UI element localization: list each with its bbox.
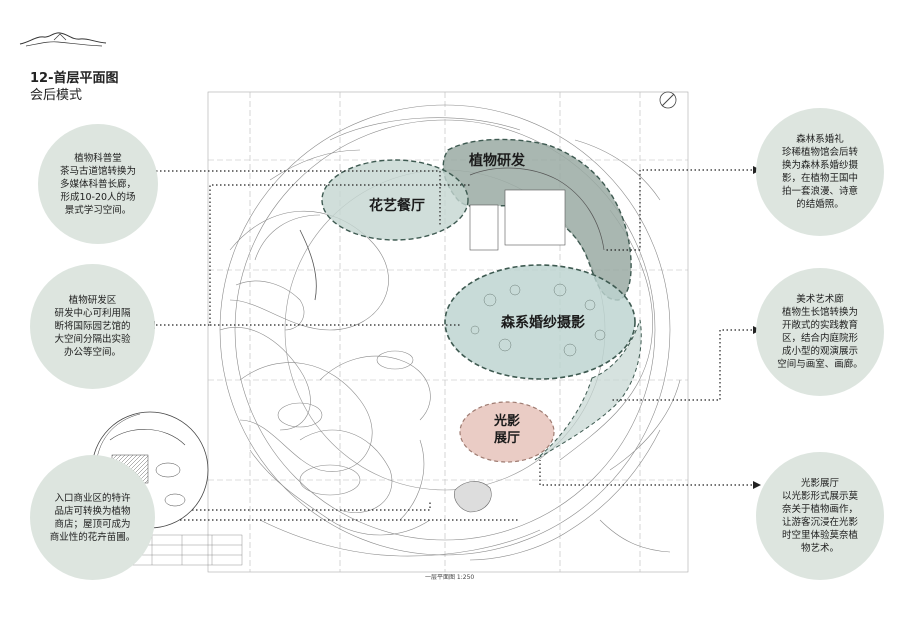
zone-label-plant-research: 植物研发 bbox=[469, 153, 525, 169]
note-art-gallery-text: 美术艺术廊 植物生长馆转换为 开敞式的实践教育 区，结合内庭院形 成小型的观演展… bbox=[777, 294, 863, 370]
note-research-zone-text: 植物研发区 研发中心可利用隔 断将国际园艺馆的 大空间分隔出实验 办公等空间。 bbox=[54, 295, 131, 358]
title-block: 12-首层平面图 会后模式 bbox=[30, 70, 119, 104]
zone-label-light-gallery: 光影 展厅 bbox=[493, 414, 520, 446]
zone-label-flower-dining: 花艺餐厅 bbox=[369, 198, 425, 214]
zone-label-forest-wedding: 森系婚纱摄影 bbox=[501, 315, 585, 331]
page-title: 12-首层平面图 bbox=[30, 71, 119, 86]
note-research-zone: 植物研发区 研发中心可利用隔 断将国际园艺馆的 大空间分隔出实验 办公等空间。 bbox=[30, 264, 155, 389]
page-subtitle: 会后模式 bbox=[30, 88, 83, 103]
note-entrance-shop: 入口商业区的特许 品店可转换为植物 商店；屋顶可成为 商业性的花卉苗圃。 bbox=[30, 455, 155, 580]
note-plant-hall: 植物科普堂 茶马古道馆转换为 多媒体科普长廊， 形成10-20人的场 景式学习空… bbox=[38, 124, 158, 244]
mountain-logo-icon bbox=[19, 32, 107, 47]
note-forest-wedding-text: 森林系婚礼 珍稀植物馆会后转 换为森林系婚纱摄 影，在植物王国中 拍一套浪漫、诗… bbox=[781, 134, 858, 210]
zone-shape-light-gallery bbox=[459, 401, 555, 463]
zone-shape-forest-wedding bbox=[444, 264, 636, 380]
note-entrance-shop-text: 入口商业区的特许 品店可转换为植物 商店；屋顶可成为 商业性的花卉苗圃。 bbox=[49, 492, 136, 543]
note-forest-wedding: 森林系婚礼 珍稀植物馆会后转 换为森林系婚纱摄 影，在植物王国中 拍一套浪漫、诗… bbox=[756, 108, 884, 236]
north-arrow-icon bbox=[659, 91, 677, 109]
zone-shape-art-gallery bbox=[534, 319, 642, 461]
note-plant-hall-text: 植物科普堂 茶马古道馆转换为 多媒体科普长廊， 形成10-20人的场 景式学习空… bbox=[59, 152, 136, 216]
plan-caption: 一层平面图 1:250 bbox=[425, 574, 475, 581]
zone-shape-flower-dining bbox=[321, 159, 469, 241]
leader-lines bbox=[152, 169, 756, 521]
note-art-gallery: 美术艺术廊 植物生长馆转换为 开敞式的实践教育 区，结合内庭院形 成小型的观演展… bbox=[756, 268, 884, 396]
note-light-hall: 光影展厅 以光影形式展示莫 奈关于植物画作， 让游客沉浸在光影 时空里体验莫奈植… bbox=[756, 452, 884, 580]
note-light-hall-text: 光影展厅 以光影形式展示莫 奈关于植物画作， 让游客沉浸在光影 时空里体验莫奈植… bbox=[781, 478, 858, 554]
